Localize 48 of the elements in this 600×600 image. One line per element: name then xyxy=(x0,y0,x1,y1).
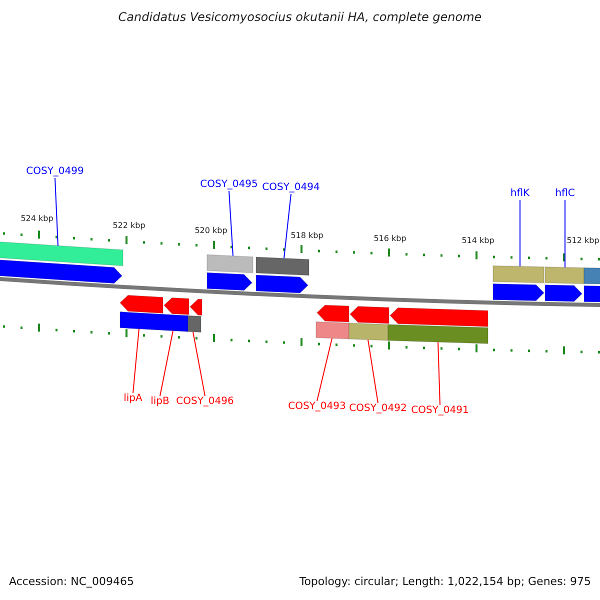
leader-line xyxy=(192,331,206,396)
leader-line xyxy=(54,178,58,246)
scale-label: 518 kbp xyxy=(290,231,324,241)
leader-line xyxy=(228,190,234,256)
leader-line xyxy=(284,194,292,259)
scale-label: 524 kbp xyxy=(20,214,54,224)
footer-text: Accession: NC_009465 xyxy=(9,575,134,588)
gene-bar xyxy=(120,311,188,332)
leader-line xyxy=(160,330,174,396)
gene-bar xyxy=(492,265,544,284)
scale-label: 514 kbp xyxy=(462,236,494,246)
gene-bar xyxy=(256,256,310,276)
scale-label: 512 kbp xyxy=(566,236,600,246)
gene-bar xyxy=(188,315,202,333)
gene-block xyxy=(206,272,253,291)
gene-label: hflC xyxy=(555,188,575,200)
gene-bar xyxy=(388,324,488,344)
gene-label: COSY_0491 xyxy=(411,405,469,417)
gene-label: lipA xyxy=(124,393,142,405)
leader-line xyxy=(564,200,566,268)
leader-line xyxy=(438,342,440,406)
gene-label: COSY_0494 xyxy=(262,182,320,194)
gene-bar xyxy=(544,266,584,284)
gene-bar xyxy=(0,241,124,266)
gene-block xyxy=(349,306,390,324)
scale-label: 520 kbp xyxy=(194,226,228,236)
gene-label: COSY_0496 xyxy=(176,396,234,408)
gene-block xyxy=(119,294,164,314)
gene-label: COSY_0495 xyxy=(200,179,258,191)
gene-block xyxy=(0,259,123,284)
gene-block xyxy=(316,304,350,323)
gene-block xyxy=(256,274,309,294)
leader-line xyxy=(368,339,378,404)
gene-bar xyxy=(348,322,388,342)
scale-label: 516 kbp xyxy=(374,234,406,244)
scale-label: 522 kbp xyxy=(112,221,146,231)
leader-line xyxy=(132,328,140,394)
gene-label: COSY_0493 xyxy=(288,401,346,413)
gene-bar xyxy=(316,321,350,340)
gene-label: COSY_0492 xyxy=(349,403,407,415)
gene-label: COSY_0499 xyxy=(26,166,84,178)
gene-bar xyxy=(206,254,254,274)
gene-label: lipB xyxy=(150,396,170,408)
gene-label: hflK xyxy=(510,188,530,200)
diagram-title: Candidatus Vesicomyosocius okutanii HA, complete genome xyxy=(117,10,483,24)
gene-block xyxy=(492,283,545,302)
footer-text: Topology: circular; Length: 1,022,154 bp; Genes: 975 xyxy=(299,575,591,588)
leader-line xyxy=(316,338,332,402)
